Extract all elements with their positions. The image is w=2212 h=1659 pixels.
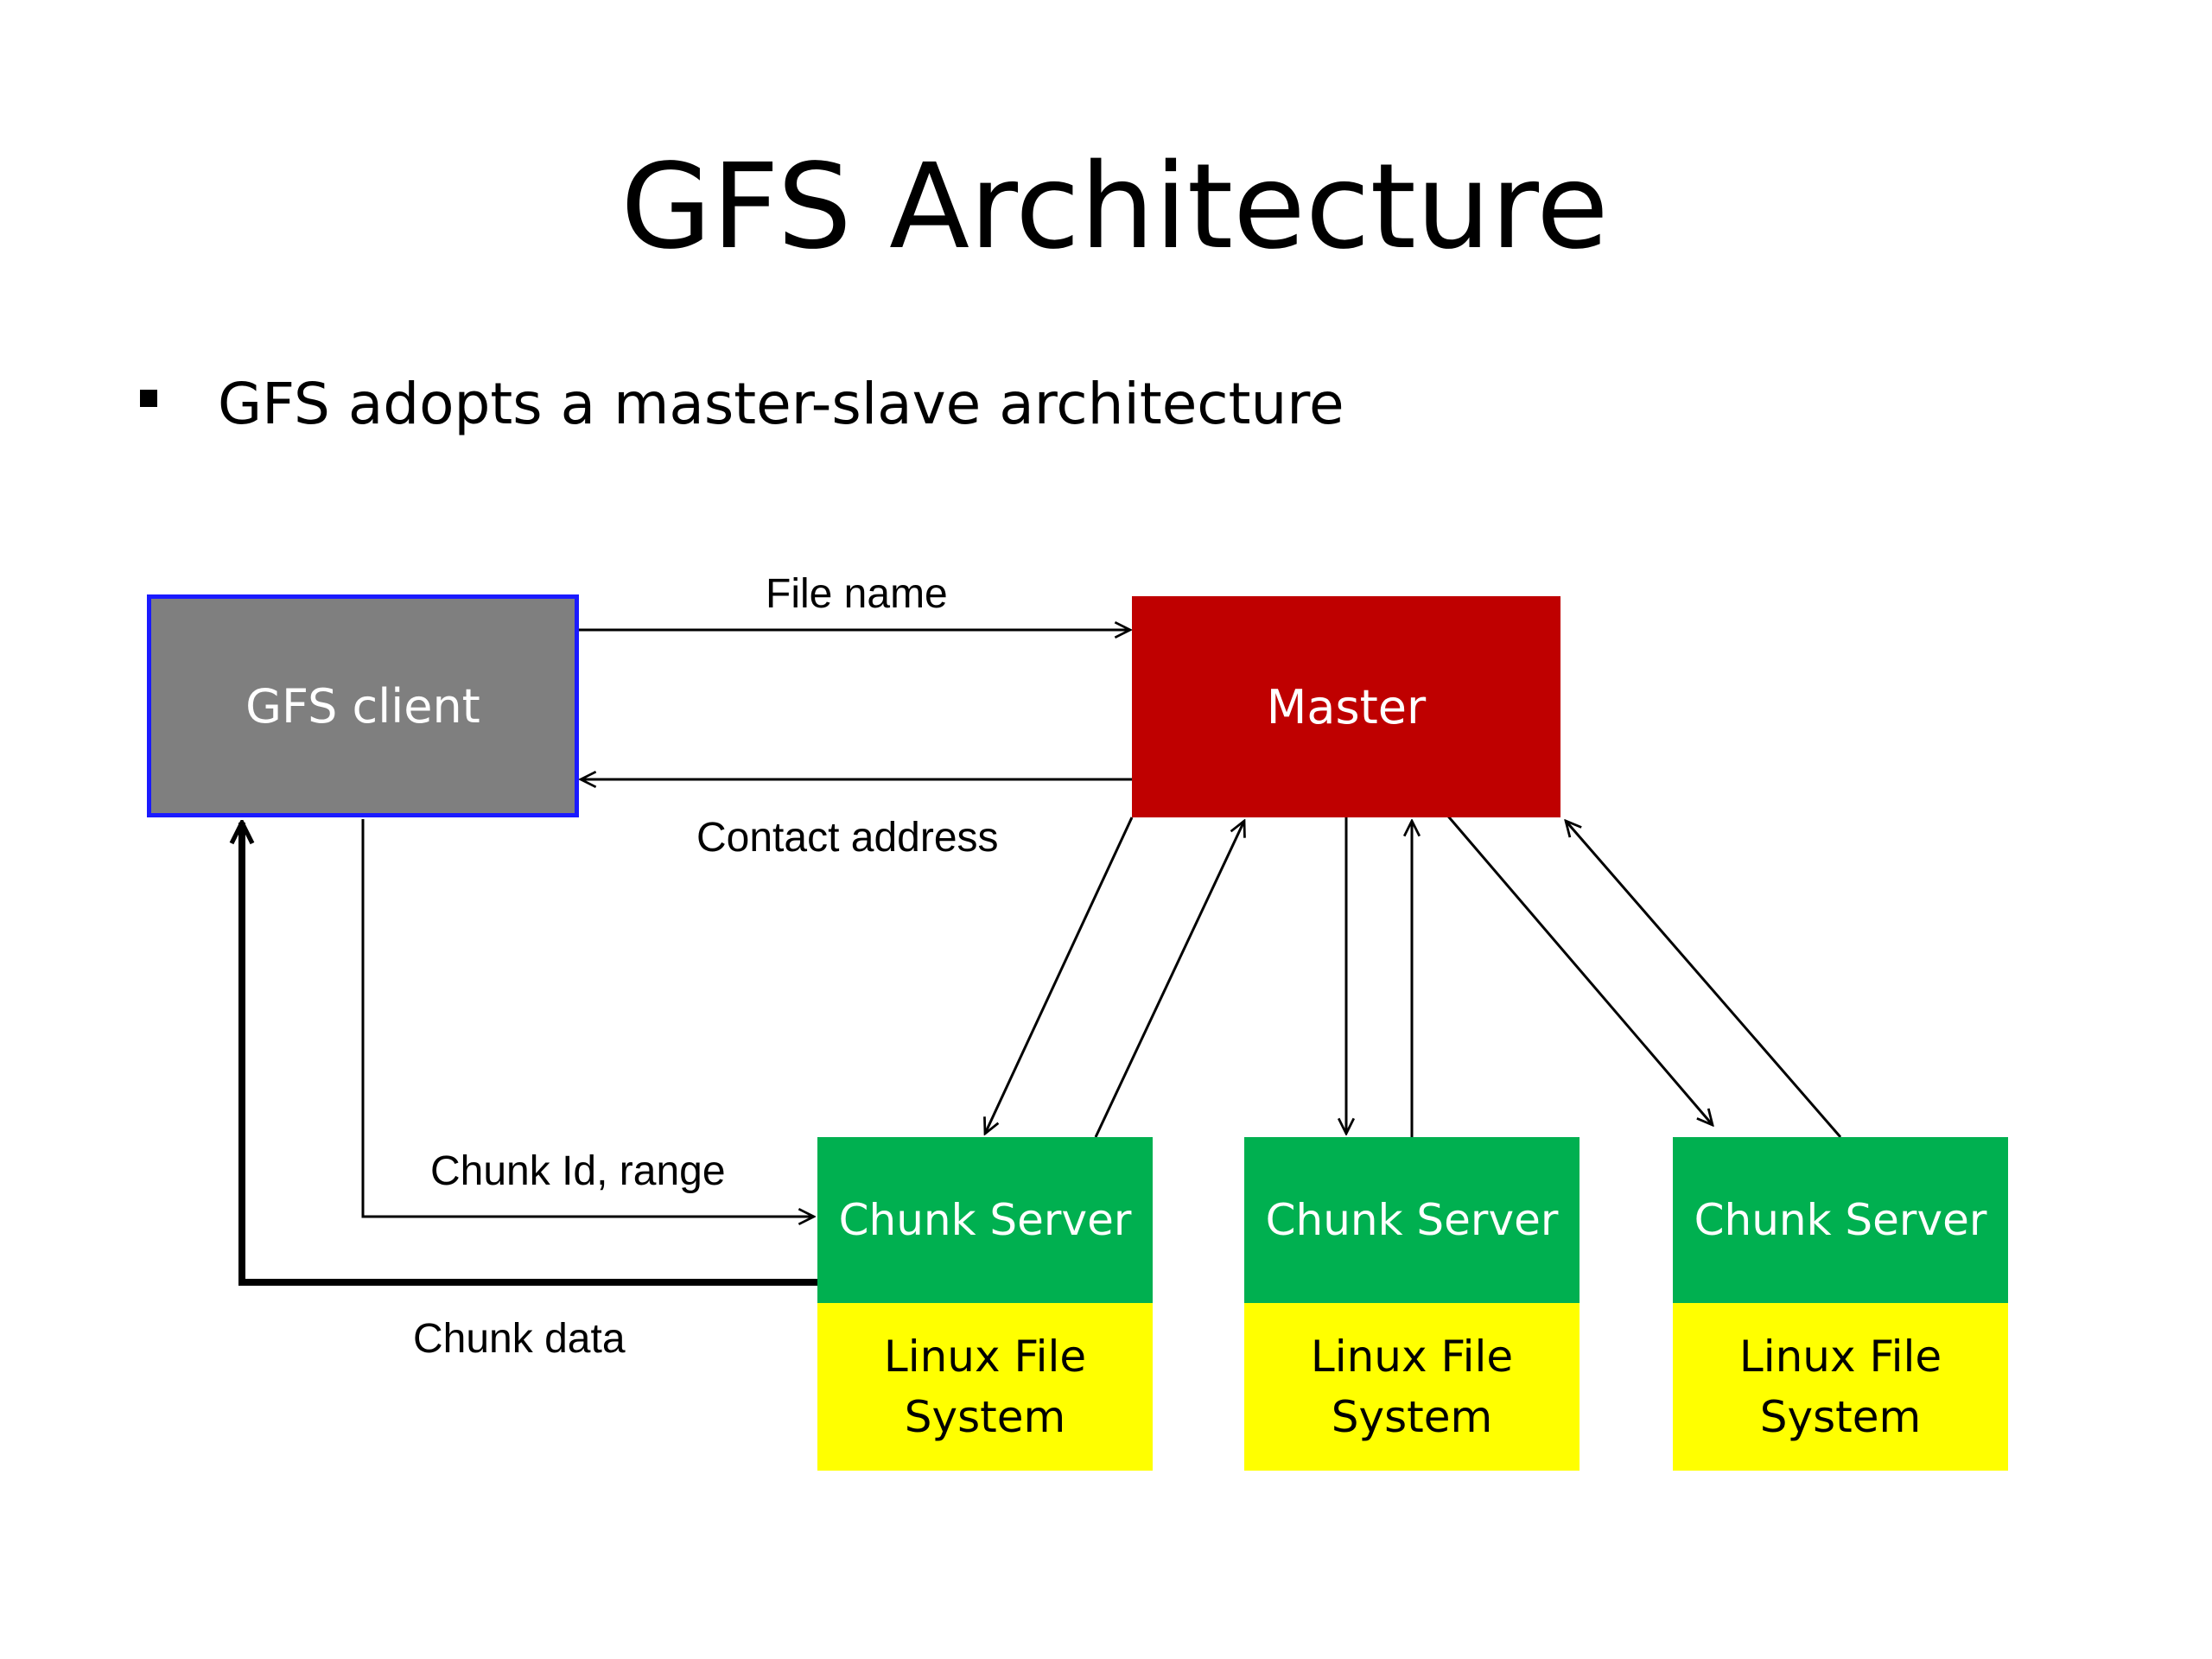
slide-title: GFS Architecture xyxy=(620,139,1609,276)
linux-file-system-node-2: Linux File System xyxy=(1244,1303,1580,1471)
square-bullet-icon xyxy=(140,390,157,407)
arrow-master-to-chunk-server-1 xyxy=(985,817,1134,1134)
arrow-master-to-chunk-server-3 xyxy=(1443,811,1713,1125)
arrow-chunk-server-3-to-master xyxy=(1566,821,1842,1138)
edge-label-file-name: File name xyxy=(766,571,948,617)
edge-label-chunk-id-range: Chunk Id, range xyxy=(430,1148,726,1194)
master-node: Master xyxy=(1132,596,1560,817)
chunk-server-node-3: Chunk Server xyxy=(1673,1137,2008,1303)
edge-label-chunk-data: Chunk data xyxy=(413,1316,626,1362)
chunk-server-node-2: Chunk Server xyxy=(1244,1137,1580,1303)
linux-file-system-node-3: Linux File System xyxy=(1673,1303,2008,1471)
arrow-chunk-id-range xyxy=(361,819,814,1217)
arrow-chunk-server-1-to-master xyxy=(1094,821,1244,1138)
edge-label-contact-address: Contact address xyxy=(696,815,999,861)
bullet-item: GFS adopts a master-slave architecture xyxy=(140,370,1344,439)
bullet-text: GFS adopts a master-slave architecture xyxy=(218,371,1344,437)
linux-file-system-node-1: Linux File System xyxy=(817,1303,1153,1471)
arrow-chunk-data xyxy=(242,823,817,1286)
gfs-client-node: GFS client xyxy=(147,594,579,817)
chunk-server-node-1: Chunk Server xyxy=(817,1137,1153,1303)
